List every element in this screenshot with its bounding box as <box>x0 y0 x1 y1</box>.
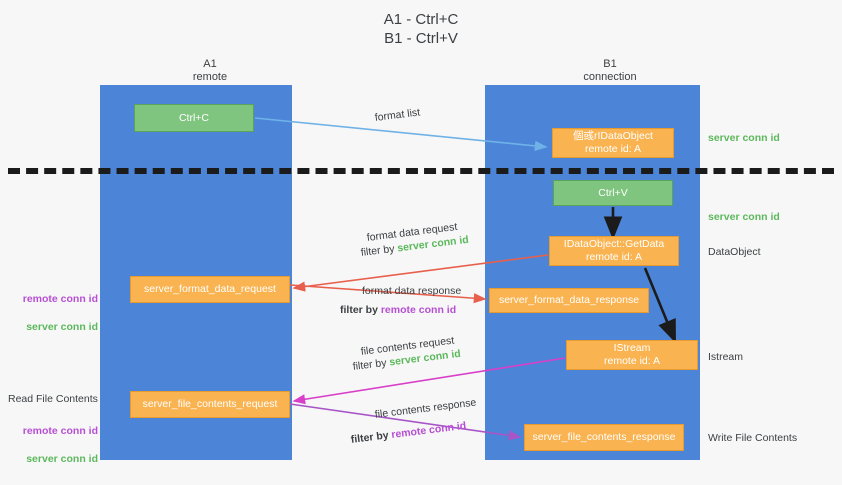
label-format-data-response-filter: filter by remote conn id <box>340 303 456 318</box>
filter-value-remote-conn-id: remote conn id <box>380 304 457 316</box>
annotation-remote-conn-id: remote conn id <box>22 293 98 305</box>
label-format-list: format list <box>374 106 421 124</box>
lane-header-b1: B1 connection <box>583 58 637 83</box>
box-ctrl-v[interactable]: Ctrl+V <box>553 180 673 206</box>
lane-header-a1: A1 remote <box>192 58 228 83</box>
annotation-istream: Istream <box>708 351 744 363</box>
annotation-remote-conn-id: remote conn id <box>22 425 98 437</box>
box-server-format-data-response[interactable]: server_format_data_response <box>489 288 649 313</box>
annotation-server-conn-id: server conn id <box>26 321 98 333</box>
page-title: A1 - Ctrl+C B1 - Ctrl+V <box>383 11 459 47</box>
box-idataobject[interactable]: 個彧rIDataObject remote id: A <box>552 128 674 158</box>
box-server-file-contents-response[interactable]: server_file_contents_response <box>524 424 684 451</box>
annotation-conn-ids-upper: remote conn id server conn id <box>8 278 98 348</box>
label-format-data-response: format data response <box>362 285 462 297</box>
box-ctrl-c[interactable]: Ctrl+C <box>134 104 254 132</box>
filter-prefix: filter by <box>340 304 381 316</box>
label-file-contents-response-filter: filter by remote conn id <box>350 419 467 448</box>
annotation-server-conn-id-mid: server conn id <box>708 211 780 223</box>
box-server-file-contents-request[interactable]: server_file_contents_request <box>130 391 290 418</box>
annotation-read-file-contents: Read File Contents <box>8 393 98 405</box>
filter-value-remote-conn-id: remote conn id <box>390 419 467 441</box>
phase-divider <box>8 168 834 174</box>
filter-prefix: filter by <box>352 356 391 373</box>
annotation-server-conn-id: server conn id <box>26 453 98 465</box>
box-istream[interactable]: IStream remote id: A <box>566 340 698 370</box>
box-idataobject-getdata[interactable]: IDataObject::GetData remote id: A <box>549 236 679 266</box>
box-server-format-data-request[interactable]: server_format_data_request <box>130 276 290 303</box>
annotation-dataobject: DataObject <box>708 246 761 258</box>
annotation-conn-ids-lower: remote conn id server conn id <box>8 410 98 480</box>
annotation-write-file-contents: Write File Contents <box>708 432 798 444</box>
annotation-server-conn-id-top: server conn id <box>708 132 780 144</box>
filter-prefix: filter by <box>360 242 399 259</box>
filter-prefix: filter by <box>350 429 393 446</box>
